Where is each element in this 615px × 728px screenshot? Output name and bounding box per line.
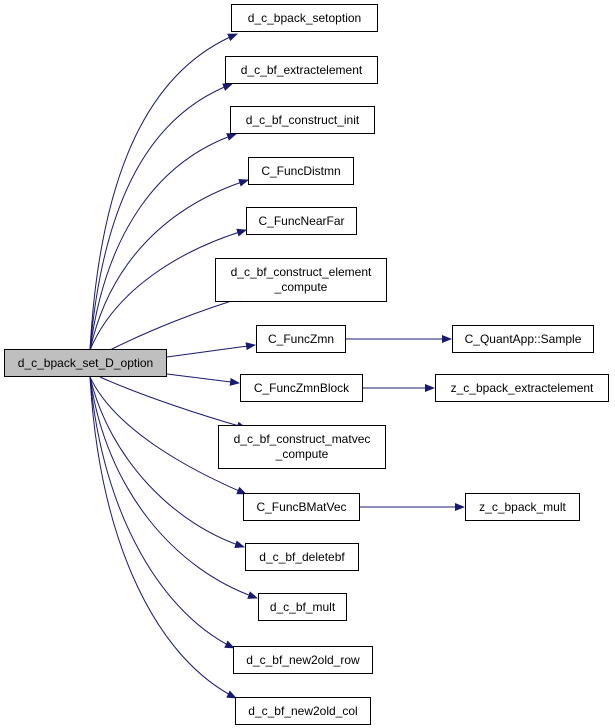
edge-root-to-extractelement bbox=[89, 83, 233, 351]
node-label-line1: d_c_bf_construct_element bbox=[230, 265, 372, 279]
edge-root-to-mult bbox=[89, 376, 258, 599]
edge-root-to-new2old-col bbox=[89, 376, 237, 699]
node-label: C_FuncDistmn bbox=[261, 163, 341, 178]
node-label: d_c_bf_new2old_col bbox=[248, 703, 358, 718]
node-label: d_c_bf_extractelement bbox=[240, 62, 363, 77]
node-d-c-bpack-setoption[interactable]: d_c_bpack_setoption bbox=[231, 4, 378, 32]
node-c-funczmn[interactable]: C_FuncZmn bbox=[256, 325, 346, 353]
edge-root-to-funcbmatvec bbox=[89, 376, 247, 495]
node-d-c-bf-mult[interactable]: d_c_bf_mult bbox=[258, 593, 347, 621]
edge-root-to-setoption bbox=[89, 33, 238, 351]
node-z-c-bpack-mult[interactable]: z_c_bpack_mult bbox=[465, 493, 580, 521]
node-z-c-bpack-extractelement[interactable]: z_c_bpack_extractelement bbox=[435, 374, 609, 402]
node-label: d_c_bf_mult bbox=[269, 599, 336, 614]
node-d-c-bf-new2old-col[interactable]: d_c_bf_new2old_col bbox=[235, 697, 371, 725]
edge-root-to-construct-matvec-compute bbox=[99, 376, 247, 430]
node-label: d_c_bpack_setoption bbox=[247, 10, 362, 25]
node-label-line2: _compute bbox=[274, 280, 328, 294]
node-label: C_FuncBMatVec bbox=[256, 499, 347, 514]
node-d-c-bf-deletebf[interactable]: d_c_bf_deletebf bbox=[245, 543, 359, 571]
node-c-funcdistmn[interactable]: C_FuncDistmn bbox=[248, 157, 354, 185]
node-label: d_c_bf_new2old_row bbox=[246, 652, 360, 667]
edge-root-to-funcdistmn bbox=[89, 178, 249, 351]
node-c-funczmnblock[interactable]: C_FuncZmnBlock bbox=[240, 374, 363, 402]
node-d-c-bf-construct-init[interactable]: d_c_bf_construct_init bbox=[230, 106, 375, 134]
node-c-funcnearfar[interactable]: C_FuncNearFar bbox=[246, 207, 357, 235]
edge-root-to-construct-element-compute bbox=[109, 294, 249, 351]
node-c-quantapp-sample[interactable]: C_QuantApp::Sample bbox=[452, 325, 594, 353]
node-d-c-bf-construct-matvec-compute[interactable]: d_c_bf_construct_matvec _compute bbox=[218, 425, 386, 469]
node-c-funcbmatvec[interactable]: C_FuncBMatVec bbox=[243, 493, 360, 521]
edge-root-to-new2old-row bbox=[89, 376, 235, 649]
edge-root-to-deletebf bbox=[89, 376, 245, 549]
node-label: z_c_bpack_extractelement bbox=[450, 380, 594, 395]
node-label: d_c_bf_construct_init bbox=[245, 112, 360, 127]
node-label: C_FuncZmnBlock bbox=[253, 380, 350, 395]
edge-root-to-construct-init bbox=[89, 133, 237, 351]
node-label: z_c_bpack_mult bbox=[479, 499, 566, 514]
node-d-c-bpack-set-d-option[interactable]: d_c_bpack_set_D_option bbox=[4, 349, 167, 377]
edge-root-to-funczmnblock bbox=[166, 373, 240, 386]
node-label-line2: _compute bbox=[275, 447, 329, 461]
node-d-c-bf-new2old-row[interactable]: d_c_bf_new2old_row bbox=[233, 646, 373, 674]
node-label: d_c_bpack_set_D_option bbox=[17, 355, 154, 370]
node-label: d_c_bf_deletebf bbox=[259, 549, 345, 564]
node-d-c-bf-extractelement[interactable]: d_c_bf_extractelement bbox=[225, 56, 378, 84]
node-label: C_FuncZmn bbox=[267, 331, 335, 346]
node-label: C_FuncNearFar bbox=[258, 213, 345, 228]
node-label-line1: d_c_bf_construct_matvec bbox=[233, 432, 371, 446]
node-label: C_QuantApp::Sample bbox=[464, 331, 582, 346]
edge-root-to-funcnearfar bbox=[89, 228, 247, 351]
node-d-c-bf-construct-element-compute[interactable]: d_c_bf_construct_element _compute bbox=[215, 258, 387, 302]
edge-root-to-funczmn bbox=[166, 342, 256, 358]
